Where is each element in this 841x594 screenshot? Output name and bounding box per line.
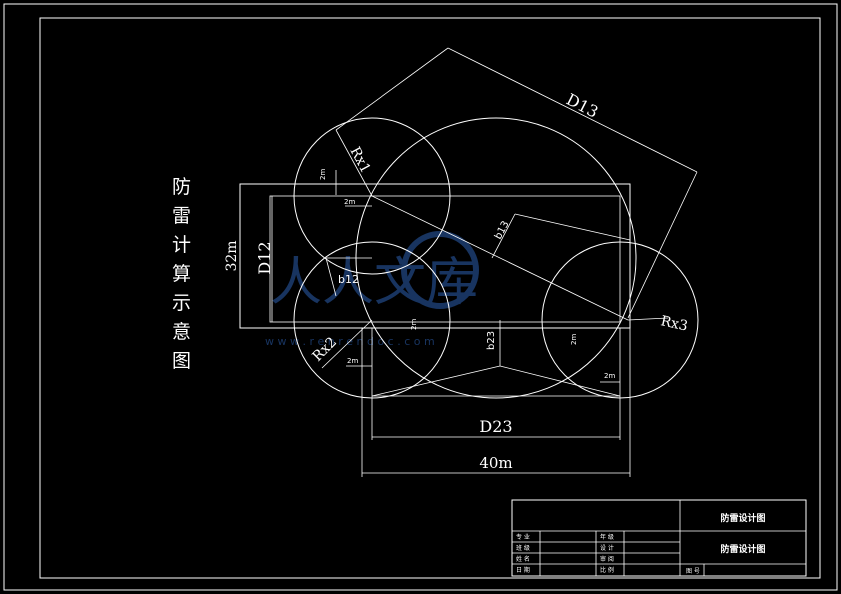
- title-block: 防雷设计图 防雷设计图 专 业 班 级 姓 名 日 期 年 级 设 计 审 阅 …: [511, 499, 807, 577]
- watermark-text: 人人文库: [270, 253, 478, 313]
- b23-label: b23: [486, 331, 497, 350]
- rod2-2m-label: 2m: [347, 357, 358, 365]
- b23-leader-right: [499, 365, 621, 397]
- tb-mid-label-1: 年 级: [600, 533, 614, 541]
- d12-label: D12: [255, 241, 274, 274]
- tb-mid-label-2: 设 计: [600, 544, 614, 552]
- d13-extension-2: [627, 171, 698, 319]
- b13-label: b13: [493, 219, 512, 241]
- vertical-title: 防 雷 计 算 示 意 图: [172, 176, 191, 372]
- title-char-2: 雷: [172, 205, 191, 227]
- tb-drawing-name-top: 防雷设计图: [720, 512, 765, 524]
- d13-dimension-line: [447, 47, 698, 173]
- title-block-border: [511, 499, 807, 577]
- tb-mid-label-4: 比 例: [600, 566, 614, 574]
- tb-left-label-4: 日 期: [516, 566, 530, 574]
- rx3-label: Rx3: [659, 313, 689, 334]
- rod3-2m-label: 2m: [604, 372, 615, 380]
- outer-frame: [3, 3, 838, 591]
- tb-drawing-name-mid: 防雷设计图: [720, 543, 765, 555]
- d13-label: D13: [563, 90, 601, 122]
- rod1-2m-label-h: 2m: [344, 198, 355, 206]
- b13-leader-2: [491, 213, 516, 259]
- tb-drawing-no-label: 图 号: [686, 568, 700, 575]
- title-char-3: 计: [172, 234, 191, 256]
- title-char-4: 算: [172, 263, 191, 285]
- right-2m-label-v: 2m: [570, 334, 578, 345]
- tb-left-label-2: 班 级: [516, 544, 530, 552]
- b23-leader-left: [371, 365, 501, 397]
- title-char-6: 意: [172, 321, 191, 343]
- b12-leader: [325, 257, 337, 297]
- title-char-1: 防: [172, 176, 191, 198]
- inner-outline: [269, 195, 621, 323]
- rod1-2m-label-v: 2m: [319, 169, 327, 180]
- mid-2m-label: 2m: [410, 319, 418, 330]
- rx1-leader: [335, 129, 373, 197]
- b12-label: b12: [338, 273, 359, 286]
- d13-extension-1: [335, 47, 449, 131]
- dim-32-label: 32m: [224, 240, 240, 271]
- rx1-label: Rx1: [346, 144, 373, 176]
- rx2-leader: [321, 319, 373, 369]
- title-char-5: 示: [172, 292, 191, 314]
- tb-left-label-3: 姓 名: [516, 555, 530, 563]
- dim-40-label: 40m: [479, 454, 512, 472]
- title-char-7: 图: [172, 350, 191, 372]
- inner-frame: [39, 17, 821, 579]
- circle-rod-1: [293, 117, 451, 275]
- tb-left-label-1: 专 业: [516, 533, 530, 541]
- rx3-leader: [627, 317, 669, 321]
- line-rod1-rod3: [371, 195, 629, 321]
- watermark: 人人文库 w w w . r e n r e n d o c . c o m: [265, 231, 479, 348]
- d23-label: D23: [479, 417, 512, 436]
- b13-leader-1: [514, 213, 631, 241]
- tb-mid-label-3: 审 阅: [600, 555, 614, 563]
